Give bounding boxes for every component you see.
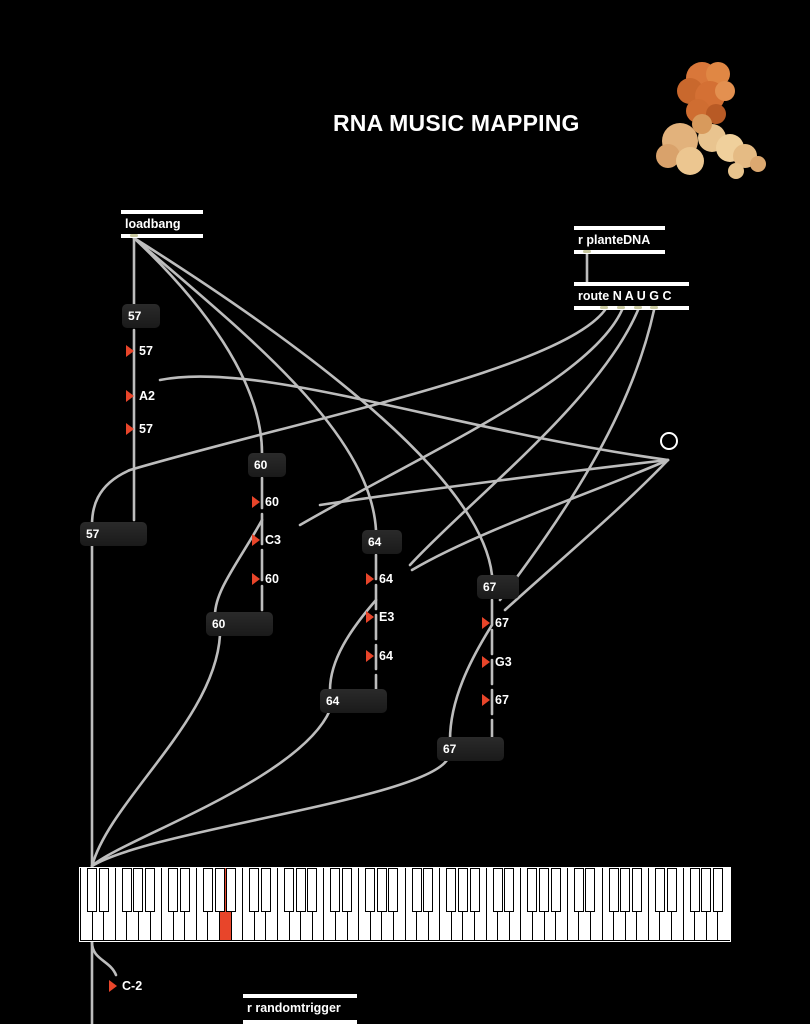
voice4-value-message[interactable]: 67 [482, 612, 509, 634]
voice4-output-number[interactable]: 67 [437, 737, 504, 761]
piano-black-key[interactable] [98, 868, 109, 912]
route-outlet-a[interactable] [617, 306, 625, 309]
piano-black-key[interactable] [145, 868, 156, 912]
voice1-value-message[interactable]: 57 [126, 340, 153, 362]
piano-black-key[interactable] [202, 868, 213, 912]
protein-structure-image [656, 62, 766, 179]
piano-black-key[interactable] [457, 868, 468, 912]
voice1-value2-message[interactable]: 57 [126, 418, 153, 440]
piano-black-key[interactable] [539, 868, 550, 912]
route-outlet-g[interactable] [650, 306, 658, 309]
voice3-init-number[interactable]: 64 [362, 530, 402, 554]
piano-black-key[interactable] [133, 868, 144, 912]
piano-black-key[interactable] [504, 868, 515, 912]
piano-black-key[interactable] [365, 868, 376, 912]
voice3-value2-message[interactable]: 64 [366, 645, 393, 667]
receive-plantedna-outlet[interactable] [583, 250, 591, 253]
piano-black-key[interactable] [249, 868, 260, 912]
page-title: RNA MUSIC MAPPING [333, 110, 580, 136]
bang-button[interactable] [660, 432, 678, 450]
piano-black-key[interactable] [342, 868, 353, 912]
route-outlet-n[interactable] [600, 306, 608, 309]
voice2-value-message[interactable]: 60 [252, 491, 279, 513]
piano-black-key[interactable] [527, 868, 538, 912]
loadbang-object[interactable]: loadbang [121, 210, 203, 238]
voice2-note-message[interactable]: C3 [252, 529, 281, 551]
receive-randomtrigger-label: r randomtrigger [247, 1001, 341, 1015]
piano-black-key[interactable] [330, 868, 341, 912]
piano-black-key[interactable] [121, 868, 132, 912]
voice1-note-message[interactable]: A2 [126, 385, 155, 407]
piano-black-key[interactable] [620, 868, 631, 912]
receive-plantedna-label: r planteDNA [578, 233, 651, 247]
piano-black-key[interactable] [388, 868, 399, 912]
piano-black-key[interactable] [87, 868, 98, 912]
piano-black-key[interactable] [423, 868, 434, 912]
piano-keyboard[interactable] [79, 867, 731, 942]
voice3-note-message[interactable]: E3 [366, 606, 394, 628]
voice1-init-number[interactable]: 57 [122, 304, 160, 328]
piano-black-key[interactable] [307, 868, 318, 912]
route-outlet-u[interactable] [634, 306, 642, 309]
piano-black-key[interactable] [214, 868, 225, 912]
receive-randomtrigger-object[interactable]: r randomtrigger [243, 994, 357, 1024]
piano-black-key[interactable] [492, 868, 503, 912]
piano-black-key[interactable] [411, 868, 422, 912]
piano-black-key[interactable] [608, 868, 619, 912]
voice2-output-number[interactable]: 60 [206, 612, 273, 636]
piano-black-key[interactable] [654, 868, 665, 912]
piano-black-key[interactable] [631, 868, 642, 912]
piano-black-key[interactable] [260, 868, 271, 912]
piano-black-key[interactable] [666, 868, 677, 912]
loadbang-label: loadbang [125, 217, 181, 231]
voice2-value2-message[interactable]: 60 [252, 568, 279, 590]
piano-black-key[interactable] [689, 868, 700, 912]
route-label: route N A U G C [578, 289, 672, 303]
voice1-output-number[interactable]: 57 [80, 522, 147, 546]
voice3-output-number[interactable]: 64 [320, 689, 387, 713]
piano-black-key[interactable] [701, 868, 712, 912]
loadbang-outlet[interactable] [130, 234, 138, 237]
piano-black-key[interactable] [295, 868, 306, 912]
piano-black-key[interactable] [712, 868, 723, 912]
piano-black-key[interactable] [376, 868, 387, 912]
route-object[interactable]: route N A U G C [574, 282, 689, 310]
piano-black-key[interactable] [550, 868, 561, 912]
piano-black-key[interactable] [585, 868, 596, 912]
receive-plantedna-object[interactable]: r planteDNA [574, 226, 665, 254]
piano-black-key[interactable] [284, 868, 295, 912]
piano-black-key[interactable] [179, 868, 190, 912]
piano-black-key[interactable] [573, 868, 584, 912]
keyboard-note-message[interactable]: C-2 [109, 975, 142, 997]
voice4-note-message[interactable]: G3 [482, 651, 512, 673]
piano-black-key[interactable] [226, 868, 237, 912]
voice3-value-message[interactable]: 64 [366, 568, 393, 590]
voice4-value2-message[interactable]: 67 [482, 689, 509, 711]
piano-black-key[interactable] [168, 868, 179, 912]
piano-black-key[interactable] [446, 868, 457, 912]
voice4-init-number[interactable]: 67 [477, 575, 519, 599]
piano-black-key[interactable] [469, 868, 480, 912]
voice2-init-number[interactable]: 60 [248, 453, 286, 477]
